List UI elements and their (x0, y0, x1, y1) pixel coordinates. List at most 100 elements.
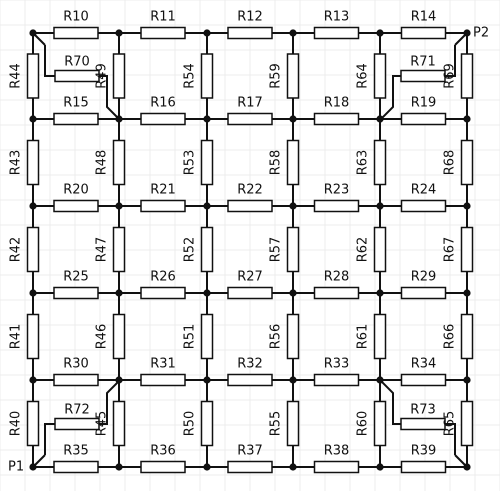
junction-dot (203, 202, 211, 210)
resistor-body (53, 199, 99, 213)
resistor-label: R57 (269, 237, 284, 263)
junction-dot (29, 289, 37, 297)
resistor-body (460, 400, 474, 447)
junction-dot (376, 115, 384, 123)
resistor-body (373, 400, 387, 447)
resistor-body (400, 286, 447, 300)
resistor-body (200, 400, 214, 447)
resistor-label: R37 (237, 444, 263, 459)
resistors (26, 26, 474, 474)
wire (44, 45, 55, 77)
resistor-body (53, 460, 99, 474)
resistor-body (140, 373, 186, 387)
resistor-label: R12 (237, 10, 263, 25)
resistor-body (200, 313, 214, 360)
resistor-label: R49 (95, 63, 110, 89)
resistor-body (140, 460, 186, 474)
junction-dot (289, 29, 297, 37)
resistor-label: R48 (95, 150, 110, 176)
resistor-label: R28 (324, 270, 350, 285)
resistor-label: R59 (269, 63, 284, 89)
junction-dot (463, 115, 471, 123)
resistor-body (373, 53, 387, 99)
resistor-body (227, 460, 273, 474)
resistor-label: R44 (9, 63, 24, 89)
resistor-label: R50 (183, 411, 198, 437)
resistor-label: R16 (150, 96, 176, 111)
resistor-label: R60 (356, 411, 371, 437)
junction-dot (289, 463, 297, 471)
resistor-label: R39 (411, 444, 437, 459)
resistor-label: R45 (95, 411, 110, 437)
resistor-body (53, 286, 99, 300)
resistor-label: R34 (411, 357, 437, 372)
resistor-label: R43 (9, 150, 24, 176)
resistor-label: R66 (443, 324, 458, 350)
resistor-label: R71 (410, 55, 436, 70)
resistor-body (313, 286, 360, 300)
junction-dot (203, 115, 211, 123)
junction-dot (289, 376, 297, 384)
junction-dots (29, 29, 471, 471)
junction-dot (463, 463, 471, 471)
resistor-body (200, 226, 214, 273)
resistor-label: R46 (95, 324, 110, 350)
resistor-label: R47 (95, 237, 110, 263)
resistor-label: R26 (150, 270, 176, 285)
junction-dot (376, 376, 384, 384)
resistor-label: R42 (9, 237, 24, 263)
resistor-body (54, 69, 100, 83)
resistor-label: R20 (63, 183, 89, 198)
resistor-label: R22 (237, 183, 263, 198)
junction-dot (463, 202, 471, 210)
resistor-body (54, 417, 100, 431)
resistor-label: R18 (324, 96, 350, 111)
resistor-label: R31 (150, 357, 176, 372)
resistor-label: R35 (63, 444, 89, 459)
resistor-body (373, 226, 387, 273)
resistor-body (227, 26, 273, 40)
junction-dot (463, 29, 471, 37)
resistor-label: R70 (64, 55, 90, 70)
junction-dot (115, 463, 123, 471)
wire (380, 380, 401, 425)
resistor-body (112, 226, 126, 273)
wire (445, 45, 456, 77)
resistor-label: R24 (411, 183, 437, 198)
resistor-body (26, 53, 40, 99)
resistor-body (286, 313, 300, 360)
resistor-body (227, 373, 273, 387)
resistor-label: R27 (237, 270, 263, 285)
resistor-label: R10 (63, 10, 89, 25)
resistor-body (26, 139, 40, 186)
junction-dot (115, 202, 123, 210)
resistor-body (313, 199, 360, 213)
resistor-label: R65 (443, 411, 458, 437)
junction-dot (115, 289, 123, 297)
resistor-label: R51 (183, 324, 198, 350)
resistor-label: R61 (356, 324, 371, 350)
resistor-body (227, 112, 273, 126)
junction-dot (376, 202, 384, 210)
resistor-label: R58 (269, 150, 284, 176)
resistor-label: R29 (411, 270, 437, 285)
resistor-body (400, 460, 447, 474)
resistor-body (460, 226, 474, 273)
resistor-label: R33 (324, 357, 350, 372)
resistor-label: R23 (324, 183, 350, 198)
resistor-body (227, 286, 273, 300)
resistor-body (140, 112, 186, 126)
resistor-body (53, 26, 99, 40)
resistor-body (26, 226, 40, 273)
resistor-label: R32 (237, 357, 263, 372)
resistor-label: R68 (443, 150, 458, 176)
resistor-body (112, 139, 126, 186)
resistor-body (373, 139, 387, 186)
junction-dot (203, 289, 211, 297)
resistor-body (53, 112, 99, 126)
resistor-body (112, 400, 126, 447)
wire (445, 423, 456, 455)
